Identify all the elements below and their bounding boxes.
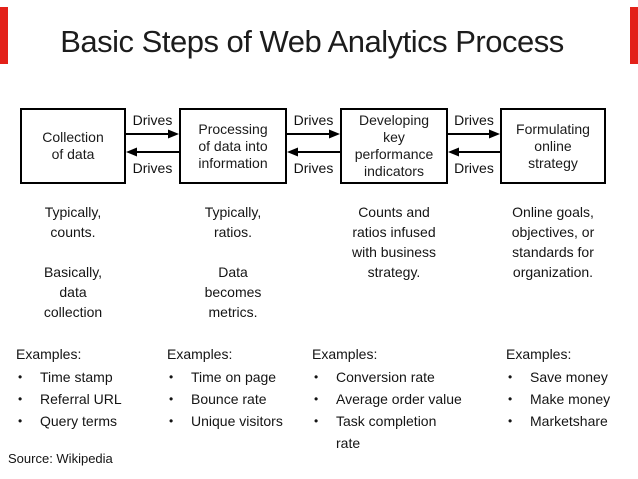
description-collection: Typically, counts. Basically, data colle… [43, 204, 103, 320]
description-processing: Typically, ratios. Data becomes metrics. [204, 204, 262, 320]
list-item: • Make money [506, 388, 638, 410]
examples-header: Examples: [506, 346, 572, 362]
arrow-pair-2 [287, 129, 340, 157]
bullet-icon: • [169, 370, 174, 384]
bullet-icon: • [18, 414, 23, 428]
drives-label-bottom-1: Drives [132, 160, 173, 176]
red-accent-bar-left [0, 7, 8, 64]
description-strategy: Online goals, objectives, or standards f… [511, 204, 595, 280]
drives-label-top-2: Drives [293, 112, 334, 128]
flow-box-collection-of-data: Collection of data [20, 108, 126, 184]
flow-box-formulating-strategy: Formulating online strategy [500, 108, 606, 184]
list-item: • Bounce rate [167, 388, 319, 410]
list-item-label: Referral URL [40, 391, 122, 407]
list-item: • Save money [506, 366, 638, 388]
list-item: • Average order value [312, 388, 464, 410]
examples-header: Examples: [312, 346, 378, 362]
bullet-icon: • [508, 370, 513, 384]
bullet-icon: • [169, 414, 174, 428]
bullet-icon: • [508, 414, 513, 428]
drives-label-top-3: Drives [454, 112, 494, 128]
list-item-label: Save money [530, 369, 608, 385]
list-item-label: Bounce rate [191, 391, 267, 407]
examples-list-kpis: Examples: • Conversion rate • Average orde… [312, 343, 464, 454]
bullet-icon: • [314, 370, 319, 384]
list-item-label: Make money [530, 391, 611, 407]
list-item: • Unique visitors [167, 410, 319, 432]
bullet-icon: • [508, 392, 513, 406]
bullet-icon: • [18, 392, 23, 406]
list-item-label: Time on page [191, 369, 277, 385]
list-item: • Query terms [16, 410, 168, 432]
examples-header: Examples: [16, 346, 82, 362]
drives-label-bottom-2: Drives [293, 160, 334, 176]
list-item-label: Task completion rate [336, 413, 437, 451]
arrow-pair-1 [126, 129, 179, 157]
list-item: • Conversion rate [312, 366, 464, 388]
bullet-icon: • [314, 414, 319, 428]
bullet-icon: • [169, 392, 174, 406]
list-item-label: Time stamp [40, 369, 113, 385]
list-item-label: Average order value [336, 391, 462, 407]
bullet-icon: • [314, 392, 319, 406]
examples-list-strategy: Examples: • Save money • Make money • Marke… [506, 343, 638, 432]
flow-box-processing-data: Processing of data into information [179, 108, 287, 184]
red-accent-bar-right [630, 7, 638, 64]
arrow-pair-3 [448, 129, 500, 157]
drives-label-top-1: Drives [132, 112, 173, 128]
description-kpis: Counts and ratios infused with business … [351, 204, 437, 280]
list-item-label: Query terms [40, 413, 118, 429]
source-attribution: Source: Wikipedia [8, 451, 113, 466]
examples-list-processing: Examples: • Time on page • Bounce rate • Un… [167, 343, 319, 432]
list-item-label: Conversion rate [336, 369, 435, 385]
list-item: • Task completion rate [312, 410, 464, 454]
examples-header: Examples: [167, 346, 233, 362]
list-item: • Time stamp [16, 366, 168, 388]
bullet-icon: • [18, 370, 23, 384]
list-item-label: Unique visitors [191, 413, 283, 429]
page-title: Basic Steps of Web Analytics Process [60, 24, 564, 59]
examples-list-collection: Examples: • Time stamp • Referral URL • Que… [16, 343, 168, 432]
list-item: • Marketshare [506, 410, 638, 432]
list-item-label: Marketshare [530, 413, 608, 429]
list-item: • Referral URL [16, 388, 168, 410]
flow-box-developing-kpis: Developing key performance indicators [340, 108, 448, 184]
list-item: • Time on page [167, 366, 319, 388]
drives-label-bottom-3: Drives [454, 160, 494, 176]
